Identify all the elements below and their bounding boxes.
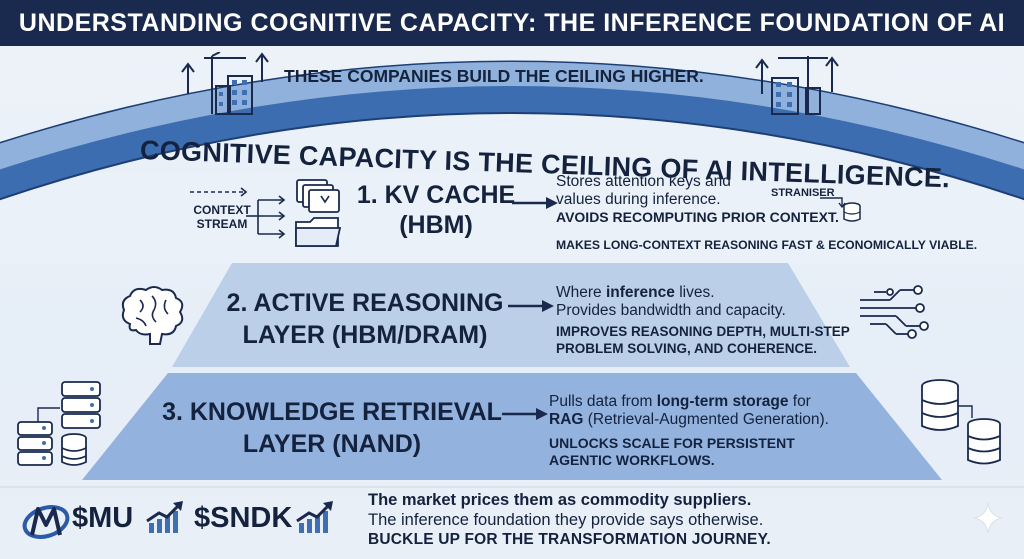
trend-chart-icon [146, 501, 183, 533]
footer-line-1: The market prices them as commodity supp… [368, 491, 752, 509]
context-stream-label: CONTEXT STREAM [182, 203, 262, 231]
layer-2-title-line2: LAYER (HBM/DRAM) [242, 321, 488, 349]
layer-3-caps-line2: AGENTIC WORKFLOWS. [549, 452, 715, 468]
layer-2-desc-line1: Where inference lives. [556, 284, 786, 302]
brain-icon [121, 286, 184, 345]
layer-1-caps-1: AVOIDS RECOMPUTING PRIOR CONTEXT. [556, 209, 839, 225]
micron-logo-icon [22, 505, 70, 539]
crane-building-icon [755, 56, 839, 115]
ticker-mu: $MU [72, 502, 134, 534]
layer-1-title-line1: 1. KV CACHE [356, 181, 516, 209]
layer-3-desc-rag-post: (Retrieval-Augmented Generation). [583, 411, 829, 428]
page-title: UNDERSTANDING COGNITIVE CAPACITY: THE IN… [18, 8, 1006, 37]
layer-2-trapezoid [172, 263, 850, 367]
server-icon [17, 381, 101, 466]
layer-2-desc-line2: Provides bandwidth and capacity. [556, 302, 786, 319]
document-stack-icon [296, 179, 340, 213]
context-stream-arrows [190, 187, 286, 239]
layer-3-description: Pulls data from long-term storage for RA… [549, 393, 829, 429]
layer-3-trapezoid [82, 373, 942, 480]
layer-3-caps: UNLOCKS SCALE FOR PERSISTENT AGENTIC WOR… [549, 435, 795, 469]
layer-2-desc-post: lives. [674, 284, 715, 301]
layer-2-title-line1: 2. ACTIVE REASONING [226, 289, 504, 317]
diagram-background [0, 60, 1024, 488]
layer-3-desc-post: for [788, 393, 811, 410]
layer-2-description: Where inference lives. Provides bandwidt… [556, 284, 786, 320]
trend-chart-icon [296, 501, 333, 533]
layer-3-title-line1: 3. KNOWLEDGE RETRIEVAL [162, 398, 502, 426]
footer-message: The market prices them as commodity supp… [368, 490, 771, 550]
layer-2-title: 2. ACTIVE REASONING LAYER (HBM/DRAM) [220, 287, 510, 351]
layer-1-title-line2: (HBM) [399, 211, 473, 239]
layer-3-title-line2: LAYER (NAND) [242, 430, 422, 458]
layer-3-desc-rag: RAG [549, 411, 584, 428]
database-icon [820, 197, 861, 222]
layer-1-desc-line1: Stores attention keys and [556, 173, 731, 190]
context-label-line1: CONTEXT [193, 203, 251, 217]
layer-1-title: 1. KV CACHE (HBM) [356, 180, 516, 240]
ceiling-arc-band [0, 62, 1024, 170]
layer-2-caps-line1: IMPROVES REASONING DEPTH, MULTI-STEP [556, 324, 850, 339]
layer-3-arrow [502, 408, 548, 420]
footer-line-2: The inference foundation they provide sa… [368, 511, 764, 529]
layer-2-caps: IMPROVES REASONING DEPTH, MULTI-STEP PRO… [556, 323, 850, 357]
title-bar: UNDERSTANDING COGNITIVE CAPACITY: THE IN… [0, 0, 1024, 46]
layer-1-side-label: STRANISER [771, 187, 835, 199]
folder-icon [295, 217, 342, 247]
layer-2-desc-pre: Where [556, 284, 606, 301]
layer-3-caps-line1: UNLOCKS SCALE FOR PERSISTENT [549, 435, 795, 451]
context-label-line2: STREAM [196, 217, 248, 231]
layer-3-desc-pre: Pulls data from [549, 393, 657, 410]
circuit-icon [860, 285, 929, 339]
layer-2-desc-bold: inference [605, 284, 675, 301]
layer-1-caps-2: MAKES LONG-CONTEXT REASONING FAST & ECON… [556, 238, 978, 252]
layer-2-arrow [508, 300, 554, 312]
layer-1-desc-line2: values during inference. [556, 191, 721, 208]
layer-1-arrow [512, 197, 558, 209]
sparkle-icon [974, 503, 1002, 533]
layer-3-desc-line1: Pulls data from long-term storage for [549, 393, 829, 411]
ticker-sndk: $SNDK [194, 502, 293, 534]
database-icon [921, 379, 1001, 465]
layer-3-desc-bold: long-term storage [656, 393, 789, 410]
footer-line-3: BUCKLE UP FOR THE TRANSFORMATION JOURNEY… [368, 531, 771, 548]
layer-3-title: 3. KNOWLEDGE RETRIEVAL LAYER (NAND) [162, 396, 502, 460]
ceiling-arc [0, 83, 1024, 200]
layer-3-desc-line2: RAG (Retrieval-Augmented Generation). [549, 411, 829, 429]
crane-building-icon [181, 52, 269, 115]
builders-text: THESE COMPANIES BUILD THE CEILING HIGHER… [284, 66, 704, 86]
layer-1-description: Stores attention keys and values during … [556, 173, 731, 209]
layer-2-caps-line2: PROBLEM SOLVING, AND COHERENCE. [556, 341, 818, 356]
ceiling-arc-label: COGNITIVE CAPACITY IS THE CEILING OF AI … [139, 135, 950, 193]
